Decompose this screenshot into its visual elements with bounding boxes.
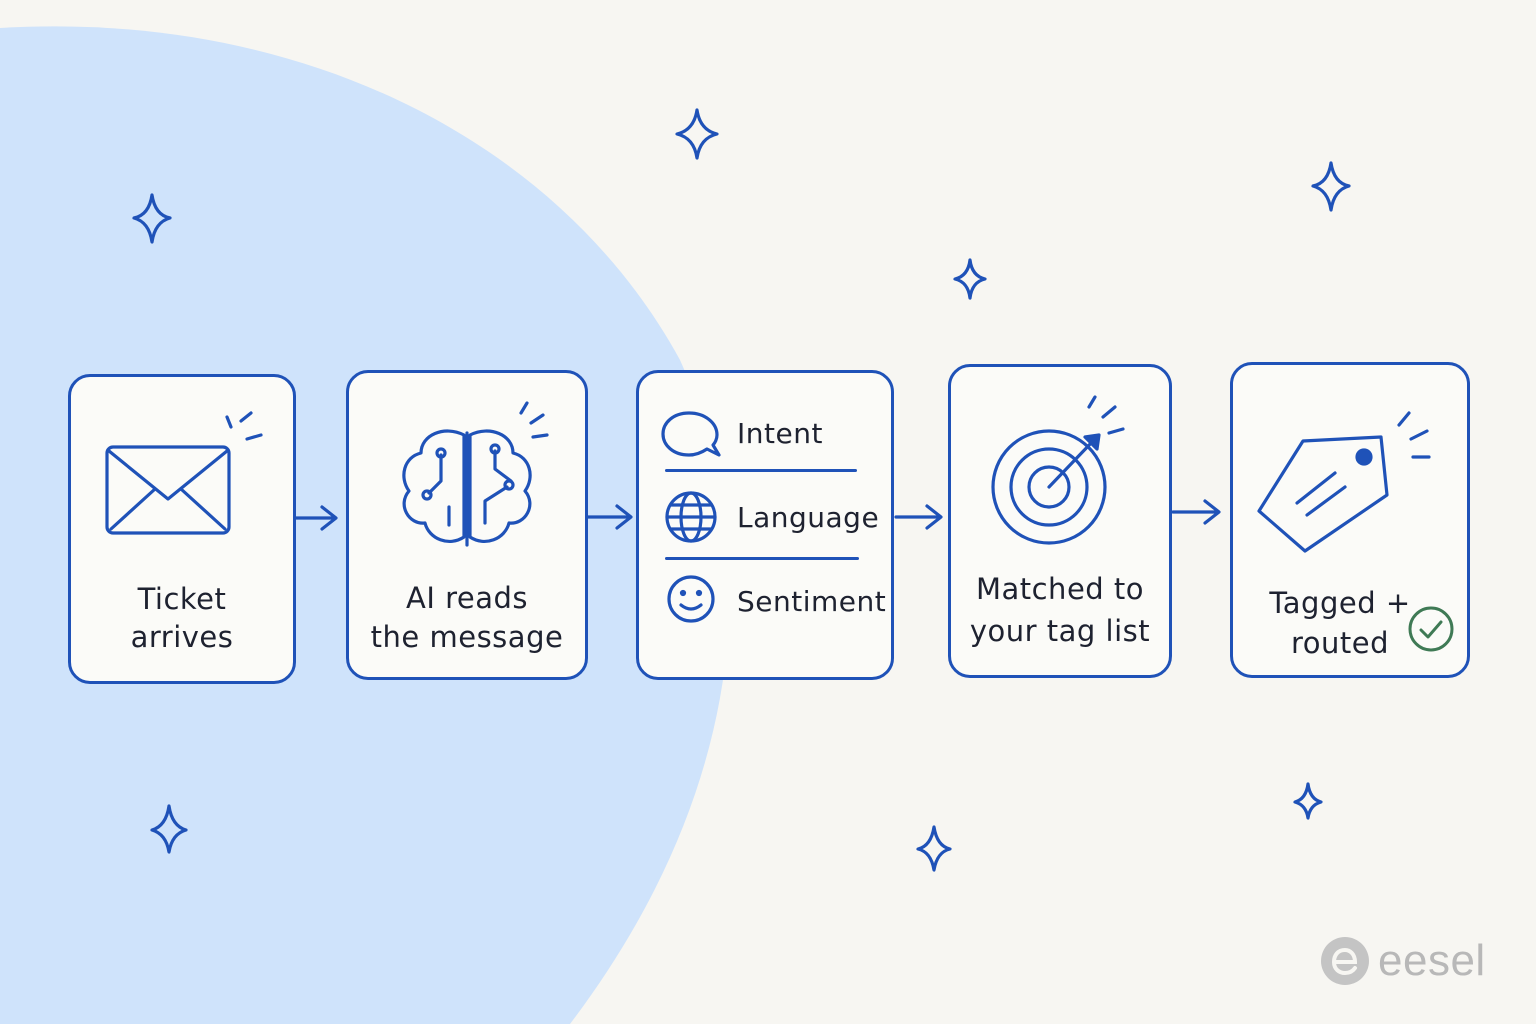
- envelope-icon: [105, 411, 263, 535]
- sparkle-icon: [916, 825, 952, 872]
- step-label-line2: the message: [370, 620, 564, 654]
- step-card-ticket-arrives: Ticket arrives: [68, 374, 296, 684]
- eesel-logo: eesel: [1320, 934, 1486, 988]
- tag-icon: [1257, 411, 1431, 553]
- checkmark-circle-icon: [1408, 606, 1454, 652]
- arrow-right-icon: [288, 505, 338, 531]
- step-label-line2: routed: [1290, 626, 1390, 660]
- eesel-logo-icon: [1321, 937, 1369, 985]
- brand-name: eesel: [1378, 936, 1486, 985]
- step-label-line2: arrives: [130, 620, 234, 654]
- step-label-line2: your tag list: [969, 614, 1151, 648]
- sparkle-icon: [1311, 161, 1351, 212]
- sparkle-icon: [132, 193, 172, 244]
- step-label-line1: Ticket: [137, 582, 227, 616]
- attribute-label-sentiment: Sentiment: [737, 585, 887, 618]
- step-label-line1: AI reads: [405, 581, 529, 615]
- brain-icon: [402, 401, 549, 547]
- step-card-matched: Matched to your tag list: [948, 364, 1172, 678]
- globe-icon: [665, 491, 717, 543]
- step-card-ai-reads: AI reads the message: [346, 370, 588, 680]
- step-label-line1: Tagged +: [1269, 586, 1411, 620]
- step-card-tagged: Tagged + routed: [1230, 362, 1470, 678]
- arrow-right-icon: [586, 504, 633, 530]
- attribute-label-language: Language: [737, 501, 880, 534]
- arrow-right-icon: [894, 504, 943, 530]
- row-divider: [665, 557, 859, 560]
- arrow-right-icon: [1171, 499, 1221, 525]
- sparkle-icon: [150, 804, 188, 854]
- speech-bubble-icon: [661, 411, 721, 457]
- row-divider: [665, 469, 857, 472]
- analysis-icons: [661, 411, 721, 623]
- step-card-analysis: Intent Language Sentiment: [636, 370, 894, 680]
- smiley-icon: [667, 575, 715, 623]
- target-icon: [991, 395, 1125, 545]
- sparkle-icon: [675, 108, 719, 160]
- sparkle-icon: [953, 258, 987, 300]
- step-label-line1: Matched to: [975, 572, 1145, 606]
- attribute-label-intent: Intent: [737, 417, 823, 450]
- sparkle-icon: [1293, 782, 1323, 820]
